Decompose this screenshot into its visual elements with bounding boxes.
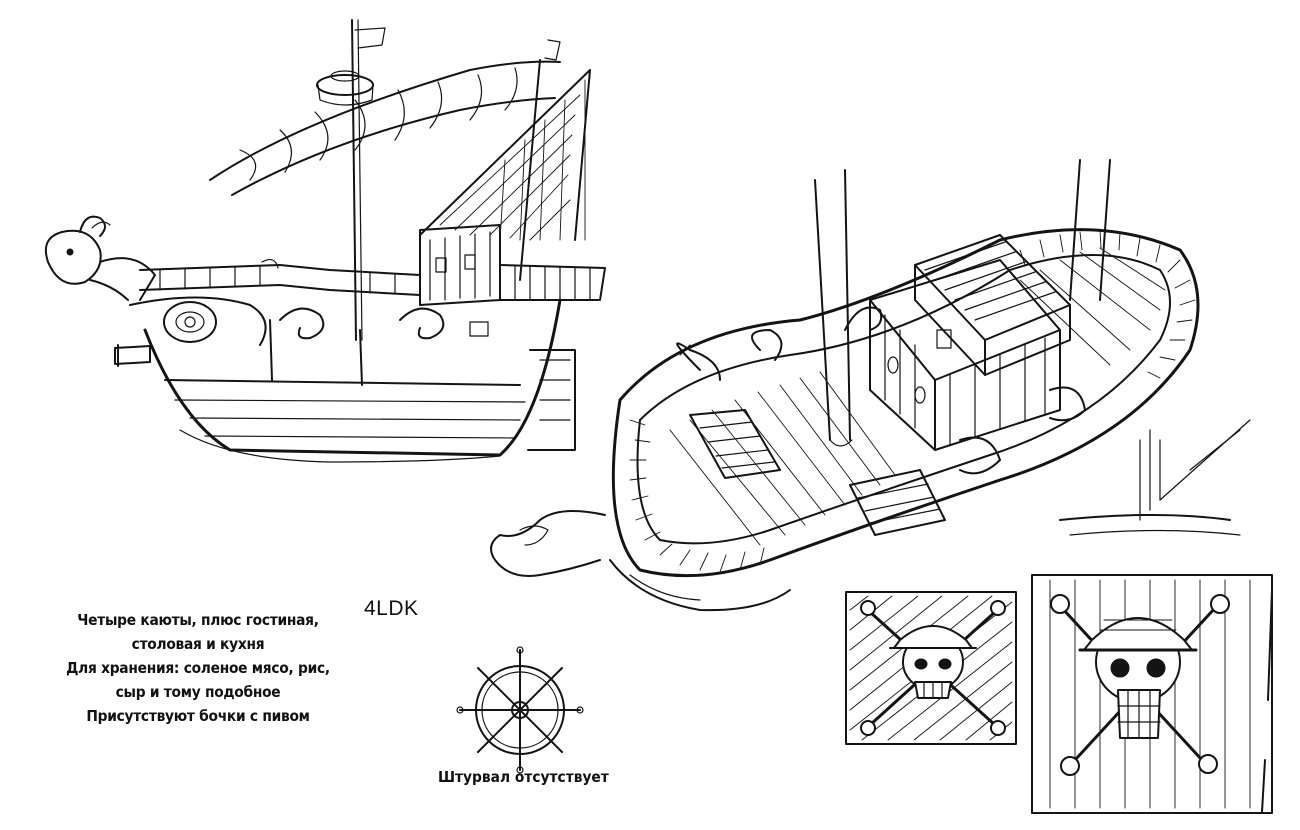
wheel-caption: Штурвал отсутствует: [438, 768, 609, 786]
note-line-5: Присутствуют бочки с пивом: [86, 707, 310, 725]
jolly-roger-flag-sketch-2: [1031, 574, 1273, 814]
note-line-4: сыр и тому подобное: [115, 683, 281, 701]
ship-notes: Четыре каюты, плюс гостиная, столовая и …: [60, 608, 336, 728]
note-line-3: Для хранения: соленое мясо, рис,: [66, 659, 330, 677]
deck-view-ship-sketch: [490, 159, 1251, 612]
side-view-ship-sketch: [44, 19, 606, 463]
layout-code-label: 4LDK: [364, 597, 419, 620]
jolly-roger-flag-sketch-1: [845, 591, 1017, 745]
note-line-2: столовая и кухня: [131, 635, 265, 653]
ship-wheel-sketch: [456, 646, 584, 774]
note-line-1: Четыре каюты, плюс гостиная,: [77, 611, 319, 629]
